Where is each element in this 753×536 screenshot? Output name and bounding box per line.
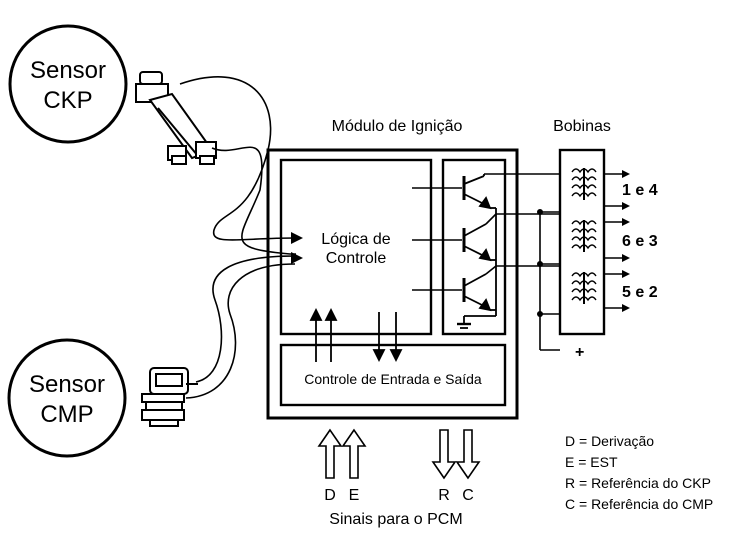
input-arrow-2 (291, 252, 303, 264)
pcm-up-arrow-d: D (317, 428, 343, 504)
legend: D = Derivação E = EST R = Referência do … (565, 433, 713, 512)
pcm-down-arrow-r: R (431, 429, 457, 504)
io-control-label: Controle de Entrada e Saída (304, 371, 482, 387)
coil-pack (558, 148, 606, 336)
sensor-ckp-label-2: CKP (43, 87, 92, 114)
pcm-down-arrow-c: C (455, 429, 481, 504)
sensor-cmp: Sensor CMP (7, 338, 127, 458)
supply-plus: + (575, 344, 584, 361)
logic-block (279, 158, 433, 336)
cmp-sensor-drawing (141, 367, 198, 427)
legend-item-e: E = EST (565, 454, 618, 470)
sensor-ckp-label-1: Sensor (30, 57, 106, 84)
io-control-block (279, 343, 507, 407)
cmp-wire-b (185, 263, 296, 399)
supply-bus (539, 211, 560, 351)
ckp-sensor-drawing (135, 71, 217, 165)
coil-1 (571, 168, 597, 200)
logic-label-2: Controle (326, 250, 387, 267)
io-arrows (309, 307, 403, 363)
coil-outputs (604, 173, 624, 309)
logic-label-1: Lógica de (321, 231, 390, 248)
pcm-label-d: D (324, 487, 336, 504)
input-arrow-1 (291, 232, 303, 244)
coils-title: Bobinas (553, 118, 611, 135)
pcm-label-e: E (349, 487, 360, 504)
coil-2 (571, 220, 597, 252)
coil-pair-1: 1 e 4 (622, 182, 658, 199)
sensor-wires (179, 76, 296, 399)
ckp-wire-b (211, 146, 296, 255)
supply-junctions (537, 209, 543, 317)
transistor-ground (457, 207, 497, 329)
coil-pair-2: 6 e 3 (622, 233, 658, 250)
pcm-up-arrow-e: E (341, 428, 367, 504)
legend-item-d: D = Derivação (565, 433, 654, 449)
sensor-cmp-label-2: CMP (40, 401, 93, 428)
coil-pair-3: 5 e 2 (622, 284, 658, 301)
transistor-block (441, 158, 507, 336)
sensor-cmp-circle (7, 338, 127, 458)
transistor-3 (462, 273, 492, 312)
sensor-cmp-label-1: Sensor (29, 371, 105, 398)
legend-item-c: C = Referência do CMP (565, 496, 713, 512)
ckp-wire-a (179, 76, 296, 241)
sensor-ckp-circle (8, 24, 128, 144)
transistor-2 (462, 223, 492, 262)
collector-wires (484, 173, 560, 275)
pcm-label-c: C (462, 487, 474, 504)
module-title: Módulo de Ignição (332, 118, 463, 135)
cmp-wire-a (195, 255, 296, 383)
legend-item-r: R = Referência do CKP (565, 475, 711, 491)
logic-outputs (412, 187, 462, 291)
sensor-ckp: Sensor CKP (8, 24, 128, 144)
coil-output-arrows (622, 170, 630, 312)
coil-3 (571, 272, 597, 304)
pcm-label-r: R (438, 487, 450, 504)
ignition-module-box (266, 148, 519, 420)
transistor-1 (462, 174, 492, 210)
pcm-caption: Sinais para o PCM (329, 511, 462, 528)
